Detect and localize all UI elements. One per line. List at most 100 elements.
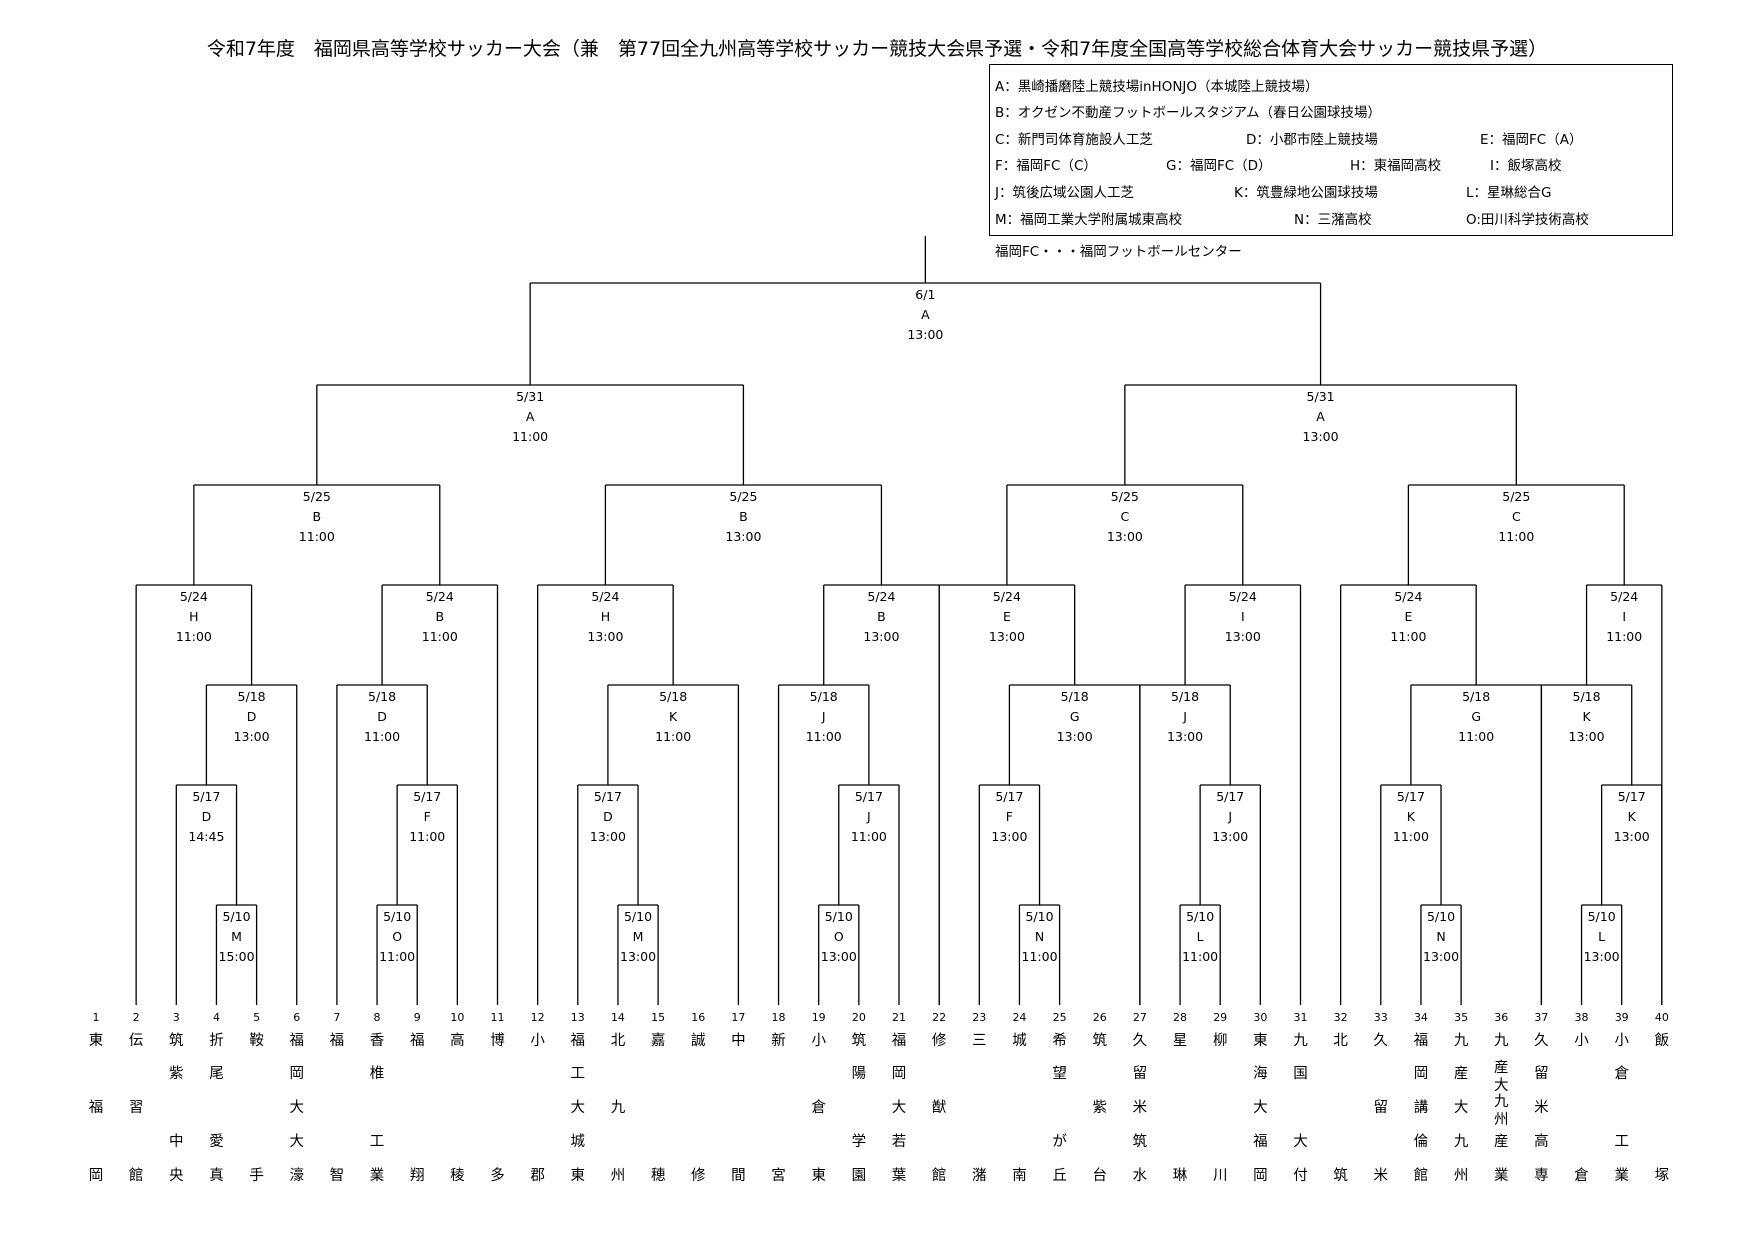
team-number: 13 (571, 1011, 585, 1024)
team-name-char: 望 (1052, 1065, 1067, 1082)
match-time: 15:00 (219, 949, 255, 964)
team-name-char: 北 (1333, 1032, 1348, 1049)
legend-entry: N：三潴高校 (1294, 212, 1372, 228)
team-name-char: 産 (1454, 1065, 1469, 1082)
team-name-char: 倫 (1414, 1133, 1429, 1150)
match-time: 11:00 (379, 949, 415, 964)
team-name-char: 久 (1374, 1032, 1389, 1049)
match-time: 13:00 (1107, 529, 1143, 544)
team-name-char: 習 (129, 1100, 144, 1116)
team-number: 33 (1374, 1011, 1388, 1024)
team-name-char: 大 (892, 1099, 907, 1116)
legend-entry: K：筑豊緑地公園球技場 (1234, 185, 1378, 201)
team-name-char: 海 (1253, 1065, 1268, 1082)
legend-entry: B：オクゼン不動産フットボールスタジアム（春日公園球技場） (995, 105, 1382, 121)
team-name-char: 星 (1173, 1033, 1188, 1049)
team-name-char: 専 (1534, 1167, 1549, 1184)
team-number: 5 (253, 1011, 260, 1024)
team-name-char: 福 (1414, 1032, 1429, 1049)
team-name-char: 尾 (209, 1066, 224, 1082)
team-name-char: 琳 (1173, 1167, 1188, 1184)
team-name-char: 久 (1133, 1032, 1148, 1049)
team-name-char: 小 (1614, 1032, 1629, 1049)
match-venue: D (247, 709, 257, 724)
team-name-char: 筑 (1093, 1032, 1108, 1049)
match-venue: A (1316, 409, 1325, 424)
match-time: 13:00 (1423, 949, 1459, 964)
team-number: 34 (1414, 1011, 1428, 1024)
team-number: 27 (1133, 1011, 1147, 1024)
match-time: 11:00 (512, 429, 548, 444)
team-name-char: 九 (1494, 1093, 1509, 1110)
team-name-char: 大 (571, 1099, 586, 1116)
match-time: 11:00 (851, 829, 887, 844)
team-number: 36 (1494, 1011, 1508, 1024)
team-name-char: 手 (249, 1167, 264, 1184)
team-name-char: 小 (811, 1032, 826, 1049)
team-name-char: 城 (1012, 1032, 1027, 1049)
match-date: 5/18 (368, 689, 396, 704)
team-name-char: 塚 (1655, 1167, 1670, 1184)
team-name-char: 鞍 (249, 1032, 264, 1049)
team-number: 6 (293, 1011, 300, 1024)
match-date: 5/10 (1025, 909, 1053, 924)
team-name-char: 陽 (852, 1065, 867, 1082)
team-name-char: 倉 (811, 1099, 826, 1116)
match-venue: E (1404, 609, 1412, 624)
team-name-char: 稜 (450, 1167, 465, 1184)
legend-entry: H：東福岡高校 (1350, 158, 1442, 174)
team-name-char: 福 (330, 1032, 345, 1049)
team-name-char: 東 (811, 1167, 826, 1184)
team-number: 28 (1173, 1011, 1187, 1024)
team-number: 39 (1615, 1011, 1629, 1024)
match-venue: E (1003, 609, 1011, 624)
match-venue: H (189, 609, 198, 624)
match-time: 13:00 (620, 949, 656, 964)
team-name-char: 岡 (892, 1066, 907, 1082)
team-name-char: 城 (571, 1133, 586, 1150)
team-name-char: 飯 (1655, 1032, 1670, 1049)
team-number: 32 (1334, 1011, 1348, 1024)
team-name-char: 央 (169, 1167, 184, 1184)
team-name-char: 猷 (932, 1099, 947, 1116)
match-venue: O (834, 929, 844, 944)
match-date: 6/1 (915, 287, 935, 302)
team-name-char: 紫 (1093, 1099, 1108, 1116)
match-venue: L (1598, 929, 1605, 944)
team-number: 24 (1012, 1011, 1026, 1024)
team-number: 30 (1253, 1011, 1267, 1024)
team-name-char: 倉 (1574, 1167, 1589, 1184)
team-name-char: 筑 (852, 1032, 867, 1049)
team-number: 22 (932, 1011, 946, 1024)
team-name-char: 学 (852, 1133, 867, 1150)
match-date: 5/10 (1427, 909, 1455, 924)
match-date: 5/24 (1229, 589, 1257, 604)
match-time: 13:00 (907, 327, 943, 342)
match-venue: B (313, 509, 322, 524)
match-date: 5/18 (238, 689, 266, 704)
team-number: 20 (852, 1011, 866, 1024)
match-date: 5/24 (867, 589, 895, 604)
team-name-char: 新 (771, 1032, 786, 1049)
team-name-char: 南 (1012, 1167, 1027, 1184)
team-number: 25 (1053, 1011, 1067, 1024)
team-name-char: 博 (490, 1032, 505, 1049)
match-venue: I (1241, 609, 1245, 624)
team-name-char: 東 (89, 1032, 104, 1049)
team-name-char: 大 (290, 1133, 305, 1150)
match-time: 11:00 (1393, 829, 1429, 844)
match-date: 5/17 (594, 789, 622, 804)
match-time: 13:00 (1303, 429, 1339, 444)
team-number: 26 (1093, 1011, 1107, 1024)
match-time: 11:00 (1458, 729, 1494, 744)
team-name-char: 岡 (1414, 1066, 1429, 1082)
team-number: 37 (1534, 1011, 1548, 1024)
team-name-char: 留 (1374, 1099, 1389, 1116)
match-venue: J (1227, 809, 1232, 824)
match-venue: J (821, 709, 826, 724)
match-venue: J (1182, 709, 1187, 724)
team-number: 19 (812, 1011, 826, 1024)
match-venue: L (1197, 929, 1204, 944)
team-name-char: 香 (370, 1032, 385, 1049)
